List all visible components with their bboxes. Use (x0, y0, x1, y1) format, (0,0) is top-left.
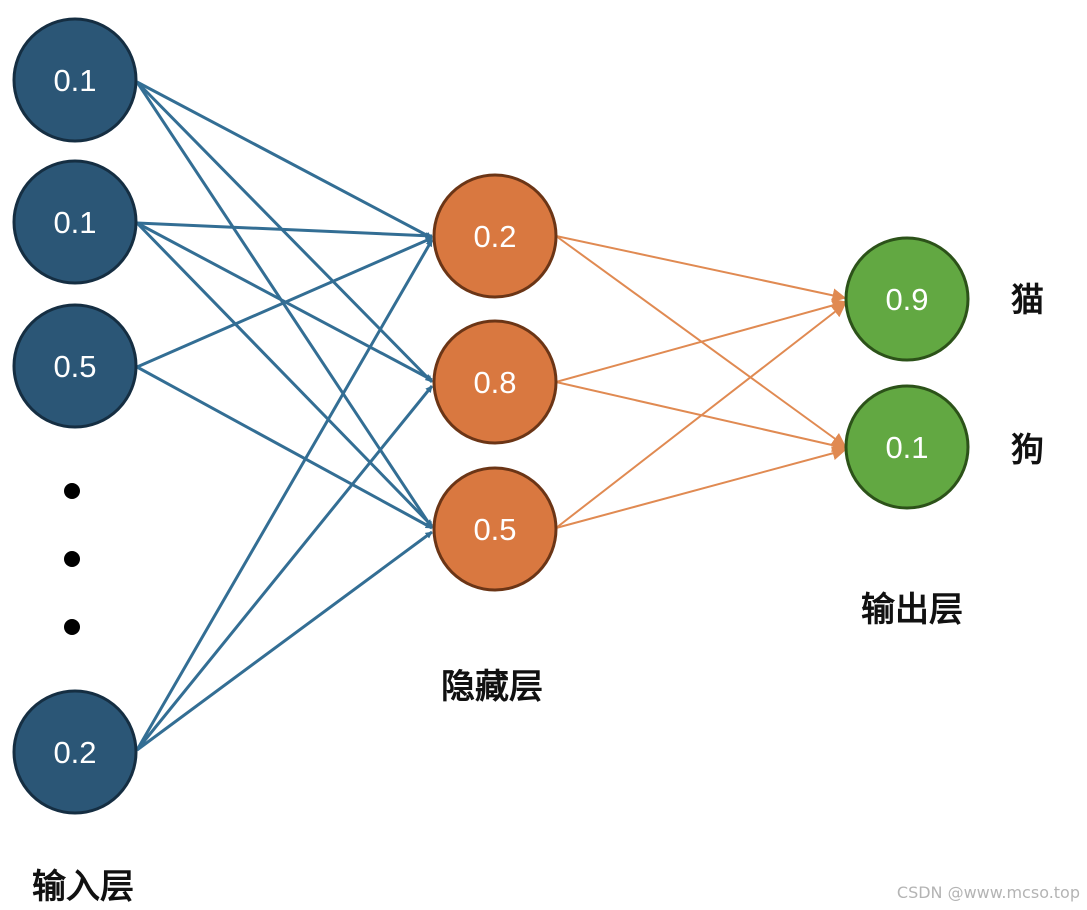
edge-in4-h1 (135, 239, 434, 751)
edge-in1-h1 (136, 80, 433, 240)
edge-h2-o1 (555, 298, 847, 383)
dot (64, 551, 80, 567)
hidden-layer: 0.2 0.8 0.5 (432, 173, 558, 592)
input-node-value: 0.1 (53, 63, 96, 98)
hidden-layer-label: 隐藏层 (441, 667, 543, 707)
input-node: 0.1 (12, 17, 138, 143)
output-node: 0.9 (844, 236, 970, 362)
output-node-value: 0.1 (885, 430, 928, 465)
watermark: CSDN @www.mcso.top (897, 883, 1080, 902)
input-layer: 0.1 0.1 0.5 0.2 (12, 17, 138, 815)
hidden-output-edges (555, 235, 847, 529)
input-node-value: 0.2 (53, 735, 96, 770)
edge-in4-h2 (135, 385, 434, 751)
edge-in2-h3 (135, 221, 434, 528)
edge-h3-o2 (555, 446, 847, 529)
hidden-node-value: 0.5 (473, 512, 516, 547)
edge-in4-h3 (136, 530, 433, 752)
output-node-value: 0.9 (885, 282, 928, 317)
dot (64, 619, 80, 635)
ellipsis-dots (64, 483, 80, 635)
dot (64, 483, 80, 499)
hidden-node-value: 0.2 (473, 219, 516, 254)
input-hidden-edges (135, 80, 434, 752)
edge-in2-h1 (136, 221, 433, 240)
class-label-cat: 猫 (1011, 280, 1044, 319)
edge-h1-o1 (555, 235, 847, 303)
output-layer: 0.9 0.1 (844, 236, 970, 510)
input-node: 0.1 (12, 159, 138, 285)
hidden-node: 0.8 (432, 319, 558, 445)
hidden-node: 0.2 (432, 173, 558, 299)
output-layer-label: 输出层 (861, 590, 963, 630)
edge-in3-h1 (136, 236, 433, 369)
input-node: 0.5 (12, 303, 138, 429)
hidden-node-value: 0.8 (473, 365, 516, 400)
output-node: 0.1 (844, 384, 970, 510)
input-layer-label: 输入层 (32, 867, 134, 907)
hidden-node: 0.5 (432, 466, 558, 592)
edge-in1-h2 (135, 80, 434, 384)
edge-in1-h3 (135, 81, 434, 529)
input-node: 0.2 (12, 689, 138, 815)
input-node-value: 0.5 (53, 349, 96, 384)
class-label-dog: 狗 (1011, 430, 1044, 469)
edge-in3-h3 (136, 365, 433, 530)
input-node-value: 0.1 (53, 205, 96, 240)
edge-h3-o1 (555, 303, 847, 529)
